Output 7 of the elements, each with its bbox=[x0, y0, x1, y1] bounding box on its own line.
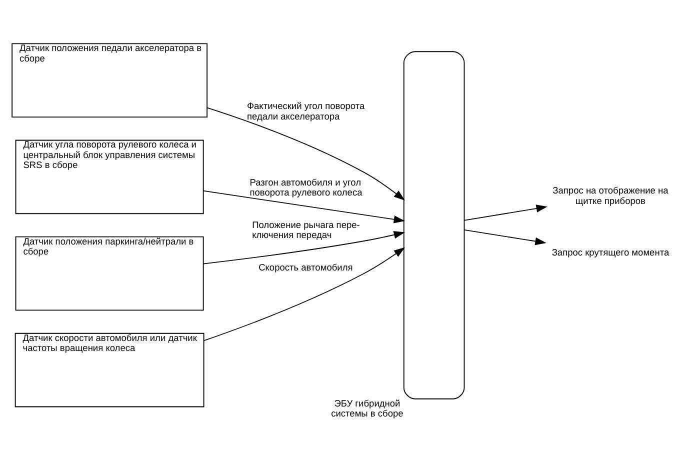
node-text: Запрос на отображение на щитке приборов bbox=[552, 186, 668, 206]
edge-label: Скорость автомобиля bbox=[258, 262, 353, 273]
edge-label: Положение рычага пере- ключения передач bbox=[252, 220, 360, 240]
node-label: ЭБУ гибридной системы в сборе bbox=[331, 398, 404, 418]
node-text: Запрос крутящего момента bbox=[552, 247, 670, 258]
edge-label: Разгон автомобиля и угол поворота рулевого колеса bbox=[250, 177, 362, 198]
edge-label: Фактический угол поворота педали акселератора bbox=[246, 101, 365, 122]
